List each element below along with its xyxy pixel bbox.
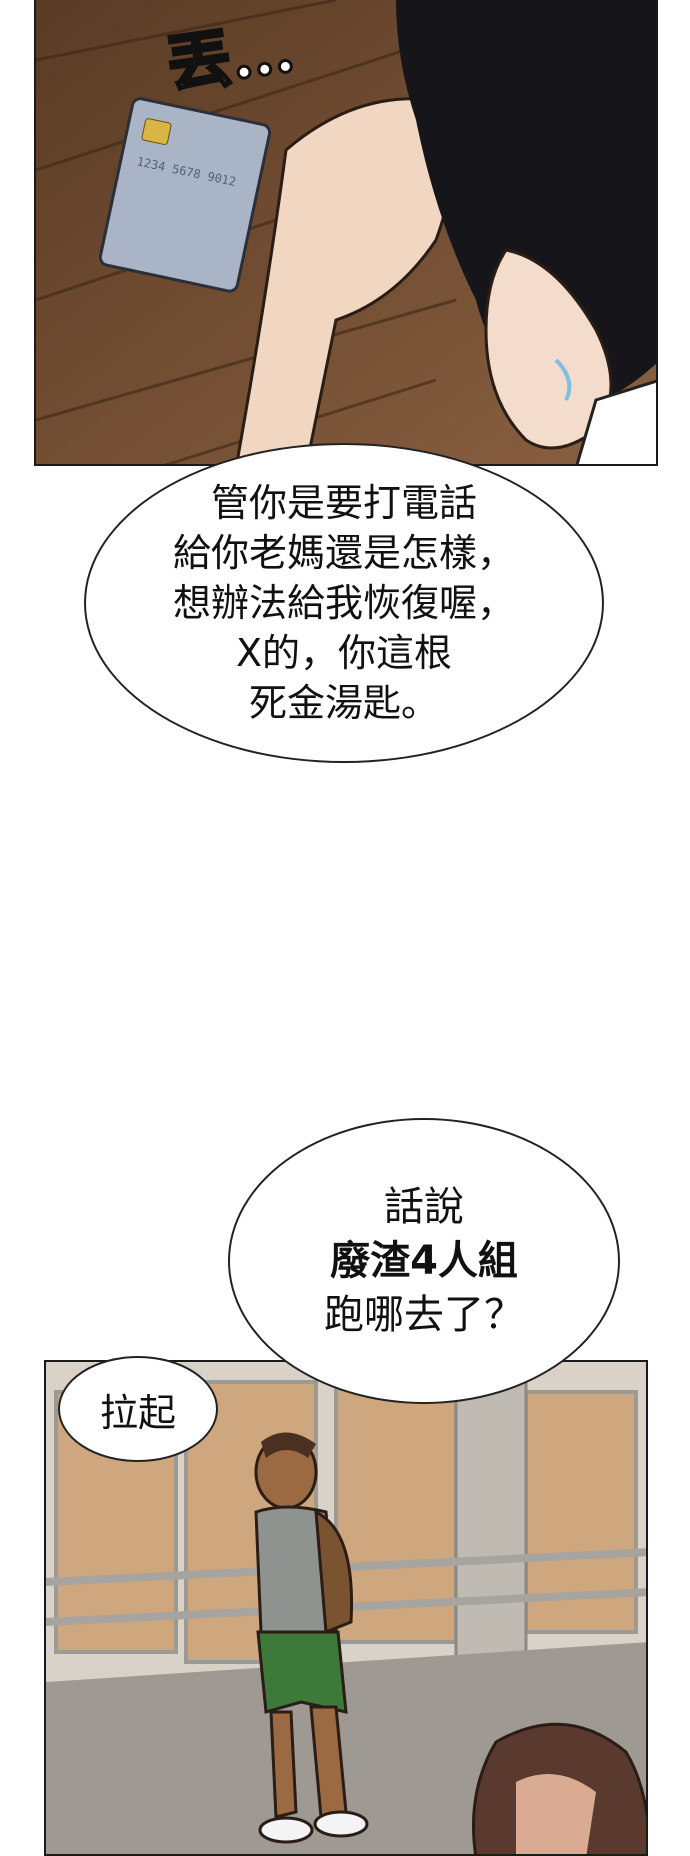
speech-bubble-1: 管你是要打電話 給你老媽還是怎樣， 想辦法給我恢復喔， X的，你這根 死金湯匙。 [84,443,604,763]
bubble2-line-1: 話說 [384,1184,464,1230]
speech-bubble-3: 拉起 [58,1356,218,1462]
bubble1-line-4: X的，你這根 [235,631,453,675]
bubble1-line-2: 給你老媽還是怎樣， [172,531,515,575]
bubble3-text: 拉起 [99,1390,176,1435]
comic-panel-top: 1234 5678 9012 丟… [34,0,658,466]
bubble2-line-2: 廢渣4人組 [330,1238,518,1284]
sound-effect-text: 丟… [161,10,301,105]
speech-bubble-2: 話說 廢渣4人組 跑哪去了？ [228,1118,620,1404]
bubble1-line-1: 管你是要打電話 [210,481,477,525]
credit-card-icon: 1234 5678 9012 [98,97,272,293]
bubble1-line-5: 死金湯匙。 [248,681,439,725]
panel-art-top: 1234 5678 9012 [36,0,656,464]
bubble2-line-3: 跑哪去了？ [324,1292,524,1338]
bubble1-line-3: 想辦法給我恢復喔， [172,581,515,625]
